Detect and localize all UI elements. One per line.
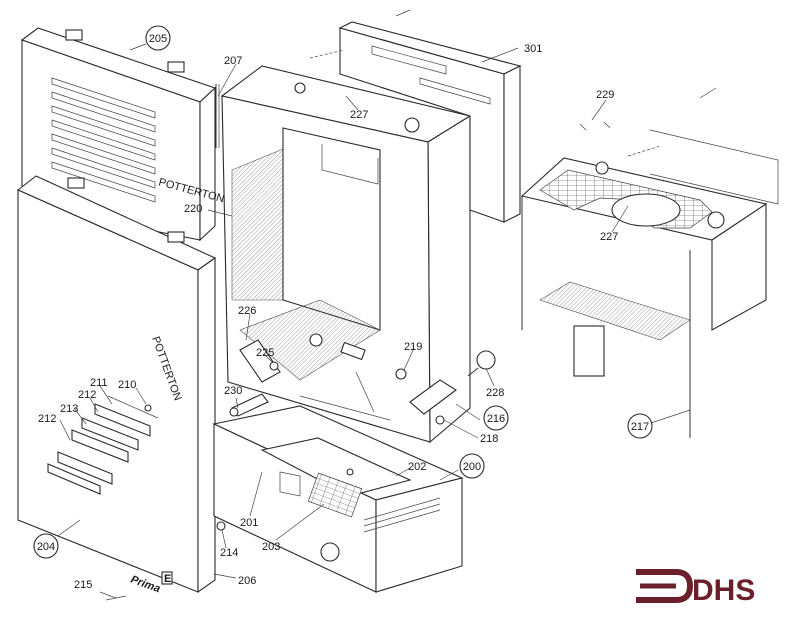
screw-210 [144,404,152,412]
callout-230: 230 [224,385,242,397]
callout-200: 200 [463,461,481,473]
callout-229: 229 [596,89,614,101]
callout-301: 301 [524,43,542,55]
screw-229 [579,123,587,131]
control-knob-assembly [47,395,159,495]
callout-226: 226 [238,305,256,317]
callout-202: 202 [408,461,426,473]
base-tray [212,405,464,593]
logo-mark-icon [636,569,694,603]
callout-216: 216 [487,413,505,425]
callout-203: 203 [262,541,280,553]
callout-228: 228 [486,387,504,399]
callout-204: 204 [37,541,55,553]
hinge-clip [67,177,85,189]
panel-vents [51,77,156,203]
bracket-side [573,325,605,377]
nut-214 [216,521,226,531]
screw-225 [269,361,279,371]
callout-206: 206 [238,575,256,587]
screw-218 [435,415,445,425]
callout-225: 225 [256,347,274,359]
callout-205: 205 [149,33,167,45]
callout-219: 219 [404,341,422,353]
grommet-219 [395,368,407,380]
callout-218: 218 [480,433,498,445]
callout-214: 214 [220,547,238,559]
callout-212-lower: 212 [38,413,56,425]
callout-220: 220 [184,203,202,215]
logo-text: DHS [692,574,755,607]
callout-circle [459,453,485,479]
hinge-clip [167,231,185,243]
product-badge: E [164,573,171,585]
callout-circle [483,405,509,431]
leader-lines [57,43,691,599]
callout-circle [627,413,653,439]
callout-217: 217 [631,421,649,433]
callout-213: 213 [60,403,78,415]
callout-211: 211 [90,377,108,389]
flue-hole [404,117,420,133]
callout-227-side: 227 [600,231,618,243]
insulation-side [539,281,691,341]
dhs-logo: DHS [636,569,755,607]
bracket-226 [239,339,281,383]
part-228 [476,350,496,370]
callout-215: 215 [74,579,92,591]
callout-circle [33,533,59,559]
product-badge-box [161,571,173,585]
callouts: 205 207 301 227 229 220 227 226 225 219 … [33,25,653,591]
hinge-clip [167,61,185,73]
part-230 [229,393,269,417]
product-name: Prima [129,574,162,596]
wall-mounting-plate [309,9,522,223]
callout-212-upper: 212 [78,389,96,401]
small-parts [105,121,611,601]
back-panel [282,127,381,331]
callout-207: 207 [224,55,242,67]
callout-201: 201 [240,517,258,529]
side-casing-217 [520,87,779,438]
bracket-216 [409,379,457,415]
main-front-panel: POTTERTON Prima E [16,175,217,596]
hinge-clip [65,29,83,41]
boiler-casing [220,65,472,444]
callout-210: 210 [118,379,136,391]
callout-227-top: 227 [350,109,368,121]
callout-circle [145,25,171,51]
